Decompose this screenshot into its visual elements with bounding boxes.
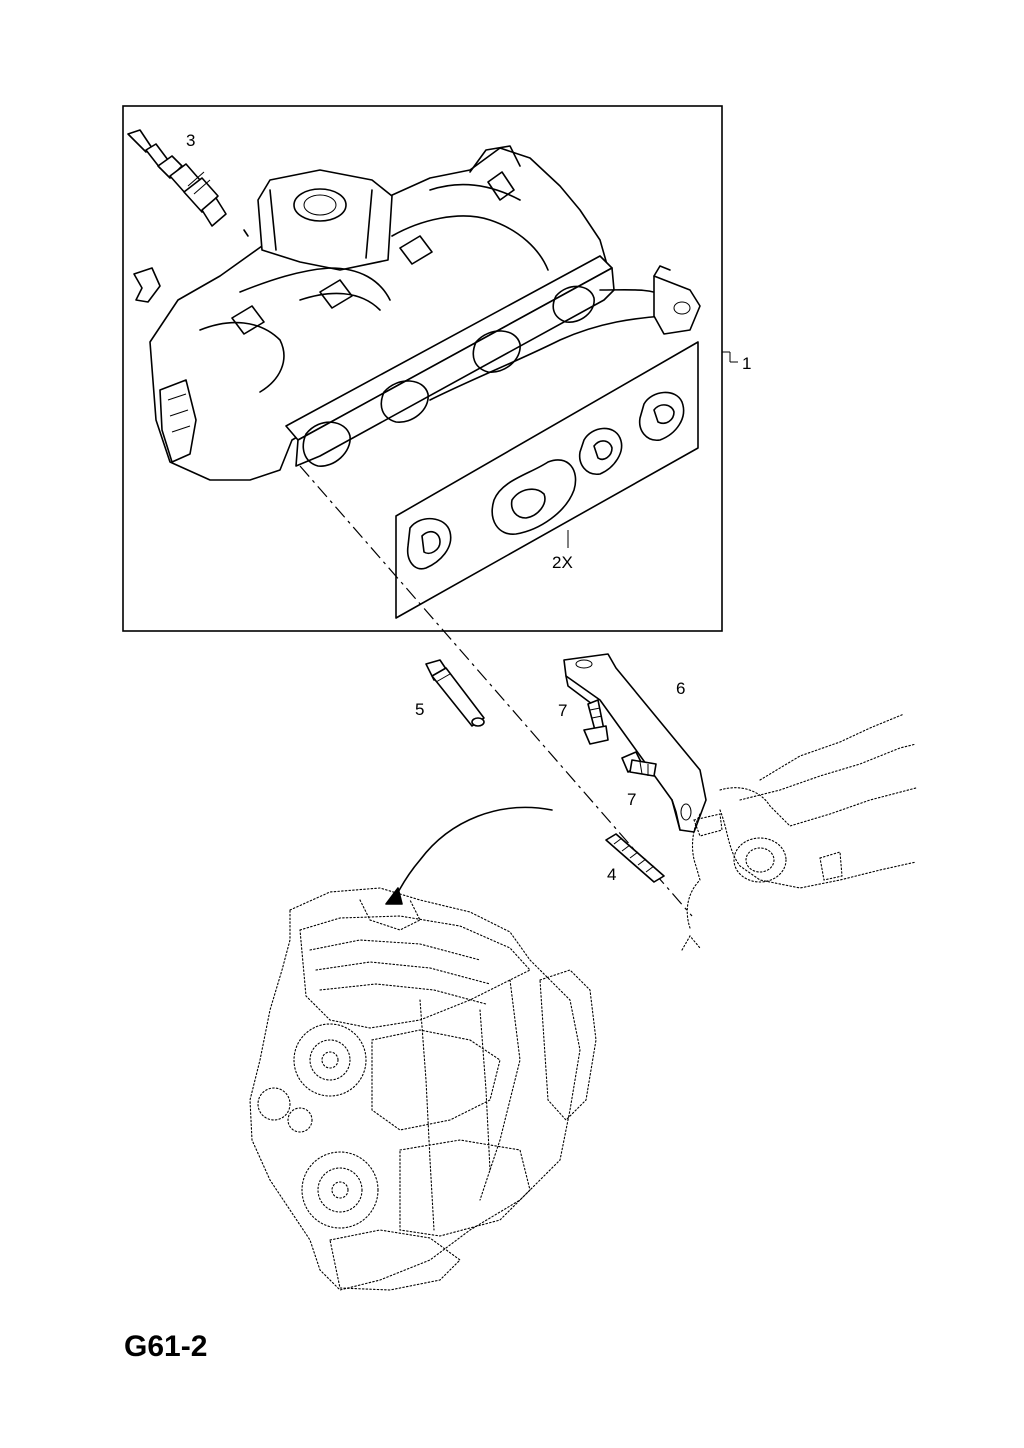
callout-3: 3: [186, 131, 195, 150]
callout-1: 1: [742, 354, 751, 373]
callout-1-leader: [722, 351, 738, 363]
engine-block-icon: [249, 887, 597, 1291]
screw-icon-2: [621, 751, 657, 777]
injector-icon: [127, 129, 227, 227]
callout-5: 5: [415, 700, 424, 719]
callout-4: 4: [607, 865, 616, 884]
page-code: G61-2: [124, 1330, 208, 1363]
cylinder-head-fragment: [681, 713, 917, 951]
callout-7a: 7: [558, 701, 567, 720]
location-arrow-icon: [385, 806, 553, 905]
assembly-frame: [122, 105, 723, 632]
screw-icon: [583, 699, 609, 745]
callout-6: 6: [676, 679, 685, 698]
bolt-icon: [425, 659, 485, 727]
gasket-set-icon: [395, 341, 699, 619]
stud-icon: [605, 833, 665, 883]
alignment-line: [299, 465, 693, 917]
callout-2x: 2X: [552, 553, 573, 572]
callout-7b: 7: [627, 790, 636, 809]
intake-manifold-icon: [133, 145, 701, 481]
